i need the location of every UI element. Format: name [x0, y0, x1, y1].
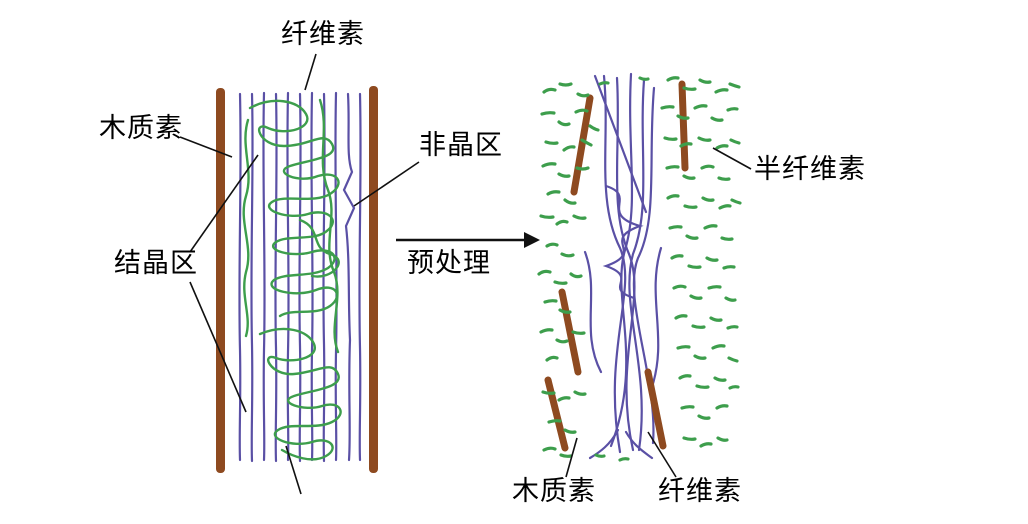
arrowhead — [524, 232, 540, 248]
pointer-line-cellulose-top — [304, 53, 317, 91]
left-fiber-bundle — [179, 53, 420, 495]
pointer-line-amorphous — [353, 161, 420, 207]
pointer-line-lignin-left — [179, 136, 233, 158]
right-pointer-lines — [565, 147, 752, 478]
pointer-line-hemicellulose — [712, 147, 752, 170]
pointer-line-crystalline-b — [189, 281, 247, 413]
label-lignin-bottom: 木质素 — [512, 476, 596, 506]
label-cellulose-top: 纤维素 — [281, 19, 365, 49]
hemicellulose-dashes-left — [537, 76, 650, 462]
left-pointer-lines — [179, 53, 420, 495]
hemicellulose-dashes-right — [660, 76, 742, 448]
pointer-line-cellulose-bottom — [647, 431, 677, 478]
label-crystalline-region: 结晶区 — [114, 248, 198, 278]
pretreatment-arrow — [396, 232, 540, 248]
amorphous-strand — [342, 92, 356, 462]
label-cellulose-bottom: 纤维素 — [658, 476, 742, 506]
lignin-bar-left — [216, 88, 225, 473]
label-amorphous-region: 非晶区 — [419, 130, 503, 160]
loosened-cellulose-bundle — [583, 72, 663, 460]
pointer-line-lignin-bottom — [565, 437, 578, 478]
lignin-bar-right — [369, 86, 378, 473]
label-pretreatment: 预处理 — [407, 248, 491, 278]
label-hemicellulose: 半纤维素 — [754, 154, 866, 184]
pointer-line-crystalline-a — [189, 154, 259, 253]
lignin-fragments — [544, 80, 689, 452]
label-lignin-left: 木质素 — [99, 113, 183, 143]
pointer-line-bottom — [285, 445, 302, 495]
right-loosened-structure — [537, 72, 752, 478]
hemicellulose-tangle — [242, 98, 342, 461]
